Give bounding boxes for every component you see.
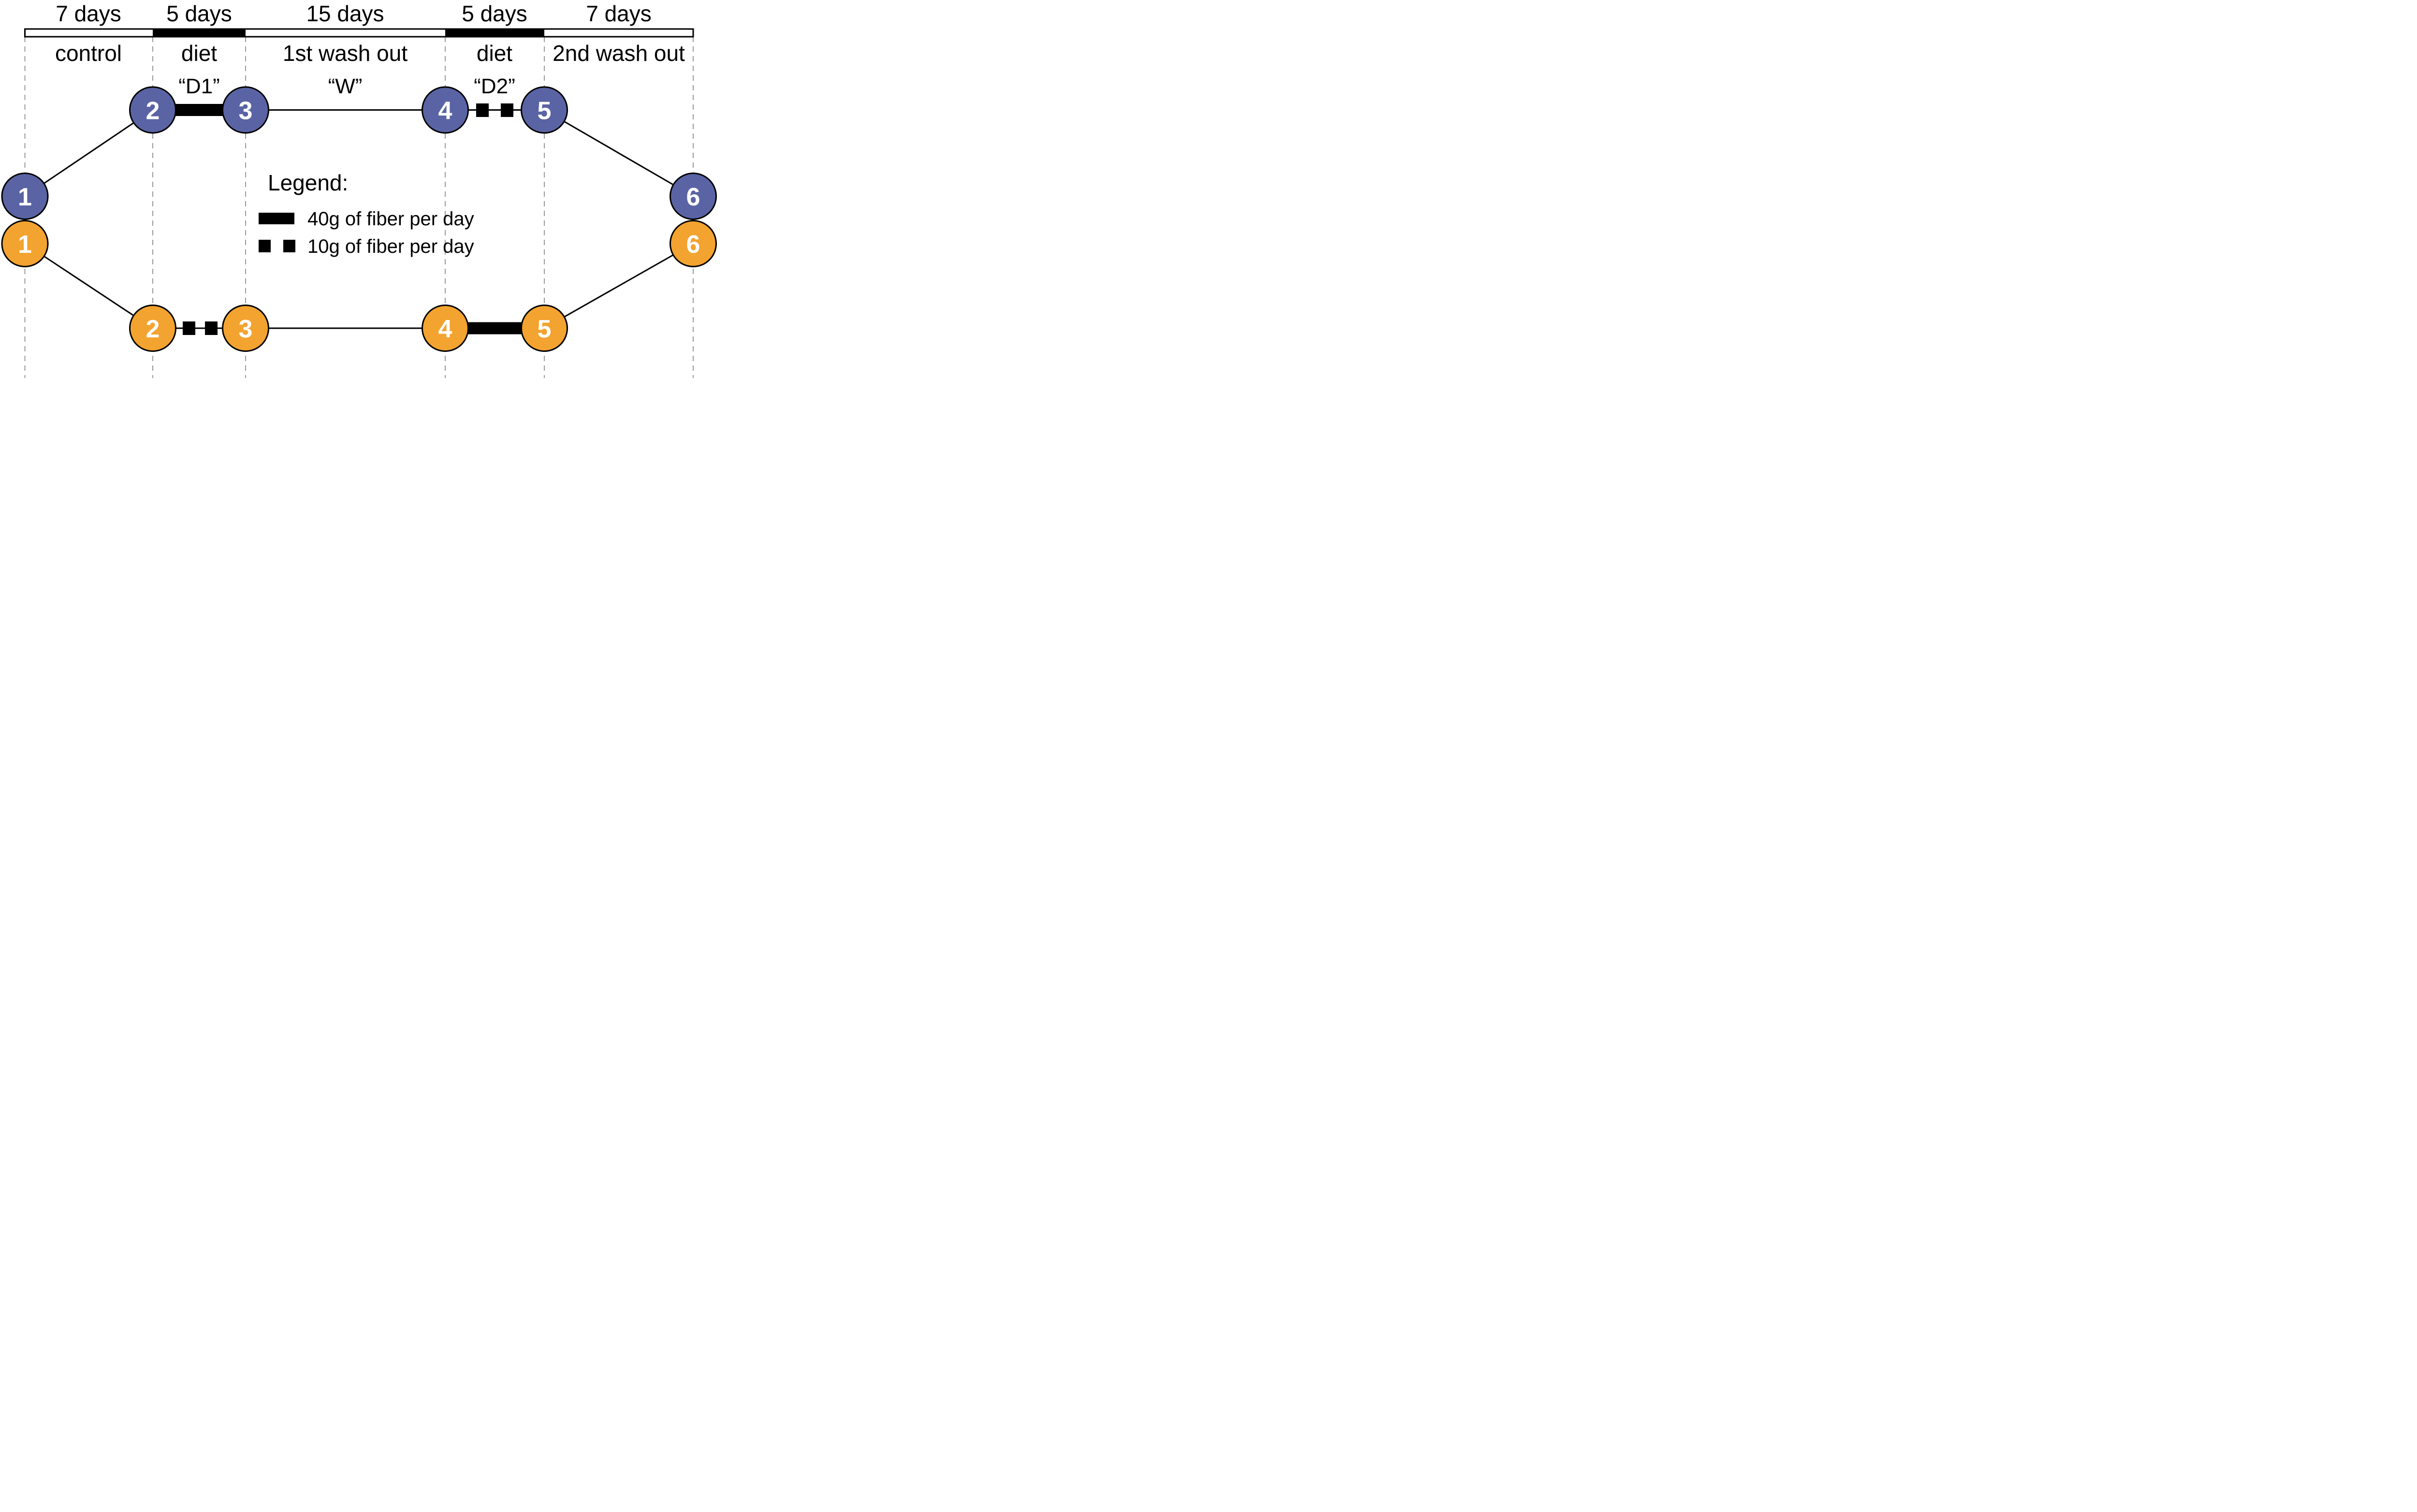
orange-visit-number-5: 5 <box>538 315 552 343</box>
code-label-w: “W” <box>328 74 363 98</box>
blue-10g-square-2 <box>501 103 513 117</box>
blue-visit-node-6 <box>670 173 717 220</box>
orange-visit-number-3: 3 <box>239 315 253 343</box>
timeline-bar-outline <box>24 28 694 38</box>
orange-arm: 1 2 3 4 5 6 <box>1 220 717 352</box>
blue-visit-number-5: 5 <box>538 97 552 125</box>
duration-label-washout2: 7 days <box>586 1 652 26</box>
orange-10g-square-1 <box>183 321 195 335</box>
duration-label-diet2: 5 days <box>462 1 527 26</box>
legend-10g-square-swatch-2 <box>283 240 295 252</box>
blue-visit-number-4: 4 <box>438 97 452 125</box>
legend-title: Legend: <box>268 170 348 195</box>
orange-visit-node-2 <box>129 305 176 352</box>
orange-visit-number-4: 4 <box>438 315 452 343</box>
duration-label-diet1: 5 days <box>166 1 232 26</box>
orange-10g-square-2 <box>205 321 218 335</box>
orange-visit-node-4 <box>422 305 469 352</box>
timeline-diet1-filled-segment <box>153 28 246 38</box>
blue-connector-1-2 <box>24 109 153 197</box>
orange-visit-node-1 <box>1 220 49 267</box>
timeline-bar <box>24 28 694 38</box>
legend-10g-label: 10g of fiber per day <box>307 236 474 257</box>
code-label-d1: “D1” <box>178 74 220 98</box>
blue-visit-node-4 <box>422 86 469 134</box>
blue-visit-node-3 <box>222 86 269 134</box>
orange-visit-number-1: 1 <box>18 231 32 259</box>
blue-visit-number-3: 3 <box>239 97 253 125</box>
period-code-labels: “D1” “W” “D2” <box>178 74 515 98</box>
blue-visit-node-2 <box>129 86 176 134</box>
timeline-diet2-filled-segment <box>445 28 544 38</box>
study-design-canvas: 7 days 5 days 15 days 5 days 7 days cont… <box>1 1 717 378</box>
blue-visit-node-1 <box>1 173 49 220</box>
legend-10g-square-swatch-1 <box>259 240 271 252</box>
orange-visit-number-2: 2 <box>146 315 160 343</box>
orange-visit-node-6 <box>670 220 717 267</box>
phase-label-washout2: 2nd wash out <box>553 41 685 66</box>
orange-visit-node-5 <box>521 305 568 352</box>
legend: Legend: 40g of fiber per day 10g of fibe… <box>259 170 474 257</box>
phase-label-diet1: diet <box>181 41 217 66</box>
duration-labels: 7 days 5 days 15 days 5 days 7 days <box>56 1 652 26</box>
orange-connector-5-6 <box>544 243 694 329</box>
blue-10g-square-1 <box>476 103 489 117</box>
study-design-figure: 7 days 5 days 15 days 5 days 7 days cont… <box>0 0 720 378</box>
phase-label-diet2: diet <box>477 41 512 66</box>
legend-40g-thick-bar-swatch <box>259 213 294 224</box>
legend-item-40g: 40g of fiber per day <box>259 208 474 230</box>
phase-label-control: control <box>55 41 122 66</box>
blue-visit-node-5 <box>521 86 568 134</box>
legend-40g-label: 40g of fiber per day <box>307 208 474 230</box>
duration-label-washout1: 15 days <box>306 1 384 26</box>
blue-arm: 1 2 3 4 5 6 <box>1 86 717 220</box>
blue-visit-number-2: 2 <box>146 97 160 125</box>
legend-item-10g: 10g of fiber per day <box>259 236 474 257</box>
blue-visit-number-6: 6 <box>686 183 700 211</box>
phase-label-washout1: 1st wash out <box>283 41 408 66</box>
blue-visit-number-1: 1 <box>18 183 32 211</box>
orange-connector-1-2 <box>24 243 153 329</box>
code-label-d2: “D2” <box>474 74 515 98</box>
orange-visit-number-6: 6 <box>686 231 700 259</box>
phase-labels: control diet 1st wash out diet 2nd wash … <box>55 41 685 66</box>
orange-visit-node-3 <box>222 305 269 352</box>
duration-label-control: 7 days <box>56 1 121 26</box>
blue-connector-5-6 <box>544 109 694 197</box>
